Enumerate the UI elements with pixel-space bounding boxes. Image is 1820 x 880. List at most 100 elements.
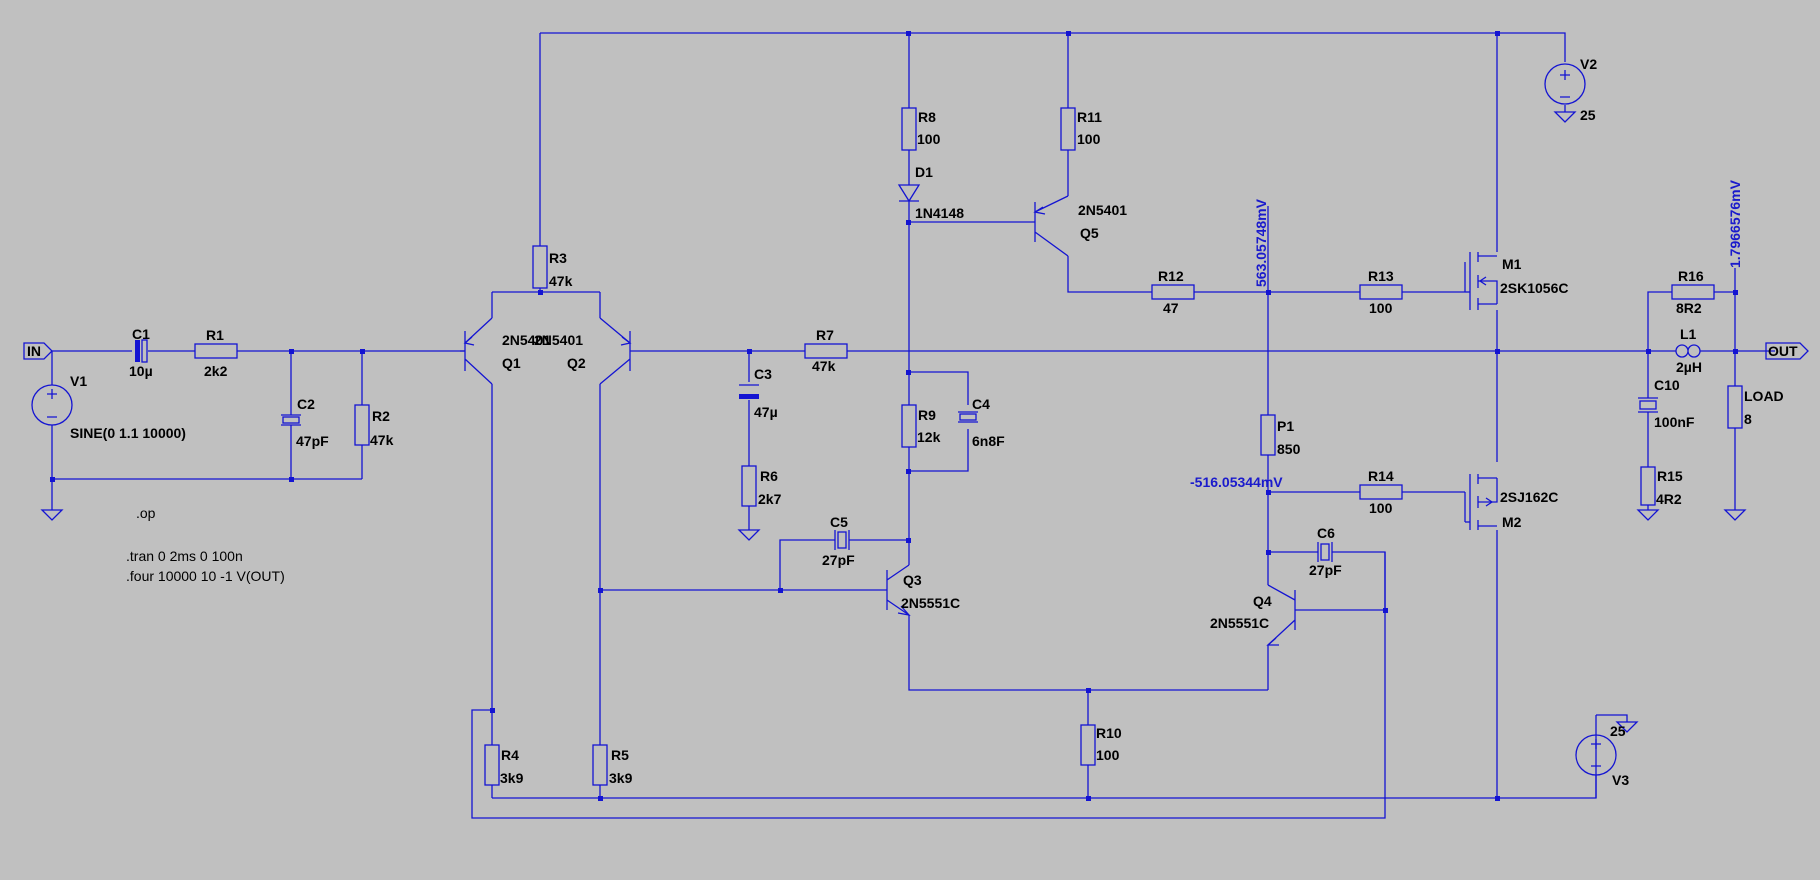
svg-text:3k9: 3k9	[500, 770, 524, 786]
svg-text:2k7: 2k7	[758, 491, 782, 507]
c5-capacitor[interactable]: C5 27pF	[822, 514, 855, 568]
q1-transistor[interactable]: 2N5401 Q1	[460, 317, 551, 385]
svg-text:100: 100	[1369, 300, 1393, 316]
l1-inductor[interactable]: L1 2µH	[1675, 326, 1702, 375]
svg-text:R7: R7	[816, 327, 834, 343]
q5-transistor[interactable]: 2N5401 Q5	[1033, 195, 1127, 257]
svg-text:V2: V2	[1580, 56, 1597, 72]
svg-text:C10: C10	[1654, 377, 1680, 393]
spice-directives[interactable]: .op .tran 0 2ms 0 100n .four 10000 10 -1…	[126, 505, 285, 584]
svg-text:C5: C5	[830, 514, 848, 530]
port-out[interactable]: OUT	[1765, 342, 1809, 360]
m2-mosfet[interactable]: 2SJ162C M2	[1464, 474, 1558, 530]
svg-text:R15: R15	[1657, 468, 1683, 484]
svg-text:Q2: Q2	[567, 355, 586, 371]
r11-resistor[interactable]: R11 100	[1060, 107, 1102, 151]
svg-text:C3: C3	[754, 366, 772, 382]
svg-text:R14: R14	[1368, 468, 1394, 484]
svg-text:47µ: 47µ	[754, 404, 778, 420]
svg-text:R1: R1	[206, 327, 224, 343]
svg-text:V3: V3	[1612, 772, 1629, 788]
q2-transistor[interactable]: 2N5401 Q2	[534, 317, 632, 385]
svg-text:100: 100	[1077, 131, 1101, 147]
svg-text:25: 25	[1610, 723, 1626, 739]
svg-text:R5: R5	[611, 747, 629, 763]
svg-text:850: 850	[1277, 441, 1301, 457]
ground-symbols	[40, 111, 1747, 733]
svg-text:R6: R6	[760, 468, 778, 484]
svg-text:4R2: 4R2	[1656, 491, 1682, 507]
r14-resistor[interactable]: R14 100	[1359, 468, 1403, 516]
c10-capacitor[interactable]: C10 100nF	[1638, 377, 1695, 430]
r4-resistor[interactable]: R4 3k9	[484, 744, 524, 786]
c6-capacitor[interactable]: C6 27pF	[1309, 525, 1342, 578]
q3-transistor[interactable]: Q3 2N5551C	[886, 564, 960, 616]
svg-text:IN: IN	[27, 343, 41, 359]
svg-text:47pF: 47pF	[296, 433, 329, 449]
svg-text:R11: R11	[1077, 109, 1102, 125]
directive-op: .op	[136, 505, 156, 521]
r12-resistor[interactable]: R12 47	[1151, 268, 1195, 316]
svg-text:27pF: 27pF	[1309, 562, 1342, 578]
port-in[interactable]: IN	[23, 342, 53, 360]
svg-text:2SK1056C: 2SK1056C	[1500, 280, 1569, 296]
r8-resistor[interactable]: R8 100	[901, 107, 941, 151]
svg-text:3k9: 3k9	[609, 770, 633, 786]
svg-text:12k: 12k	[917, 429, 941, 445]
svg-text:2N5551C: 2N5551C	[901, 595, 960, 611]
r3-resistor[interactable]: R3 47k	[532, 245, 573, 289]
svg-text:8R2: 8R2	[1676, 300, 1702, 316]
r1-resistor[interactable]: R1 2k2	[194, 327, 238, 379]
v1-source[interactable]: V1 SINE(0 1.1 10000)	[31, 373, 186, 441]
v2-source[interactable]: V2 25	[1544, 56, 1597, 123]
svg-text:2N5401: 2N5401	[502, 332, 551, 348]
svg-text:2SJ162C: 2SJ162C	[1500, 489, 1558, 505]
m1-mosfet[interactable]: M1 2SK1056C	[1464, 252, 1569, 310]
r16-resistor[interactable]: R16 8R2	[1671, 268, 1715, 316]
svg-text:R9: R9	[918, 407, 936, 423]
svg-text:LOAD: LOAD	[1744, 388, 1784, 404]
svg-text:OUT: OUT	[1768, 343, 1798, 359]
svg-text:R10: R10	[1096, 725, 1122, 741]
r10-resistor[interactable]: R10 100	[1080, 724, 1122, 766]
c3-capacitor[interactable]: C3 47µ	[739, 366, 778, 420]
svg-text:2N5401: 2N5401	[1078, 202, 1127, 218]
svg-text:R13: R13	[1368, 268, 1394, 284]
svg-text:C6: C6	[1317, 525, 1335, 541]
svg-text:Q5: Q5	[1080, 225, 1099, 241]
svg-text:47k: 47k	[549, 273, 573, 289]
r2-resistor[interactable]: R2 47k	[354, 404, 394, 448]
svg-text:R4: R4	[501, 747, 519, 763]
p1-resistor[interactable]: P1 850	[1260, 414, 1301, 457]
c2-capacitor[interactable]: C2 47pF	[281, 396, 329, 449]
svg-text:Q3: Q3	[903, 572, 922, 588]
c4-capacitor[interactable]: C4 6n8F	[958, 396, 1005, 449]
svg-text:V1: V1	[70, 373, 87, 389]
svg-text:M1: M1	[1502, 256, 1522, 272]
svg-text:Q1: Q1	[502, 355, 521, 371]
load-resistor[interactable]: LOAD 8	[1727, 385, 1784, 429]
svg-text:C2: C2	[297, 396, 315, 412]
svg-text:25: 25	[1580, 107, 1596, 123]
svg-text:R3: R3	[549, 250, 567, 266]
r6-resistor[interactable]: R6 2k7	[741, 465, 782, 507]
d1-diode[interactable]: D1 1N4148	[897, 164, 964, 221]
svg-text:2µH: 2µH	[1676, 359, 1702, 375]
c1-capacitor[interactable]: C1 10µ	[129, 326, 153, 379]
q4-transistor[interactable]: Q4 2N5551C	[1210, 584, 1296, 646]
directive-tran: .tran 0 2ms 0 100n	[126, 548, 243, 564]
svg-text:C1: C1	[132, 326, 150, 342]
svg-text:R2: R2	[372, 408, 390, 424]
r5-resistor[interactable]: R5 3k9	[592, 744, 633, 786]
r7-resistor[interactable]: R7 47k	[804, 327, 848, 374]
svg-text:100: 100	[1096, 747, 1120, 763]
v3-source[interactable]: 25 V3	[1575, 723, 1629, 798]
r13-resistor[interactable]: R13 100	[1359, 268, 1403, 316]
r15-resistor[interactable]: R15 4R2	[1640, 466, 1683, 507]
svg-text:10µ: 10µ	[129, 363, 153, 379]
probe-p1-bottom: -516.05344mV	[1190, 474, 1283, 490]
svg-text:2N5401: 2N5401	[534, 332, 583, 348]
r9-resistor[interactable]: R9 12k	[901, 404, 941, 448]
svg-text:R16: R16	[1678, 268, 1704, 284]
